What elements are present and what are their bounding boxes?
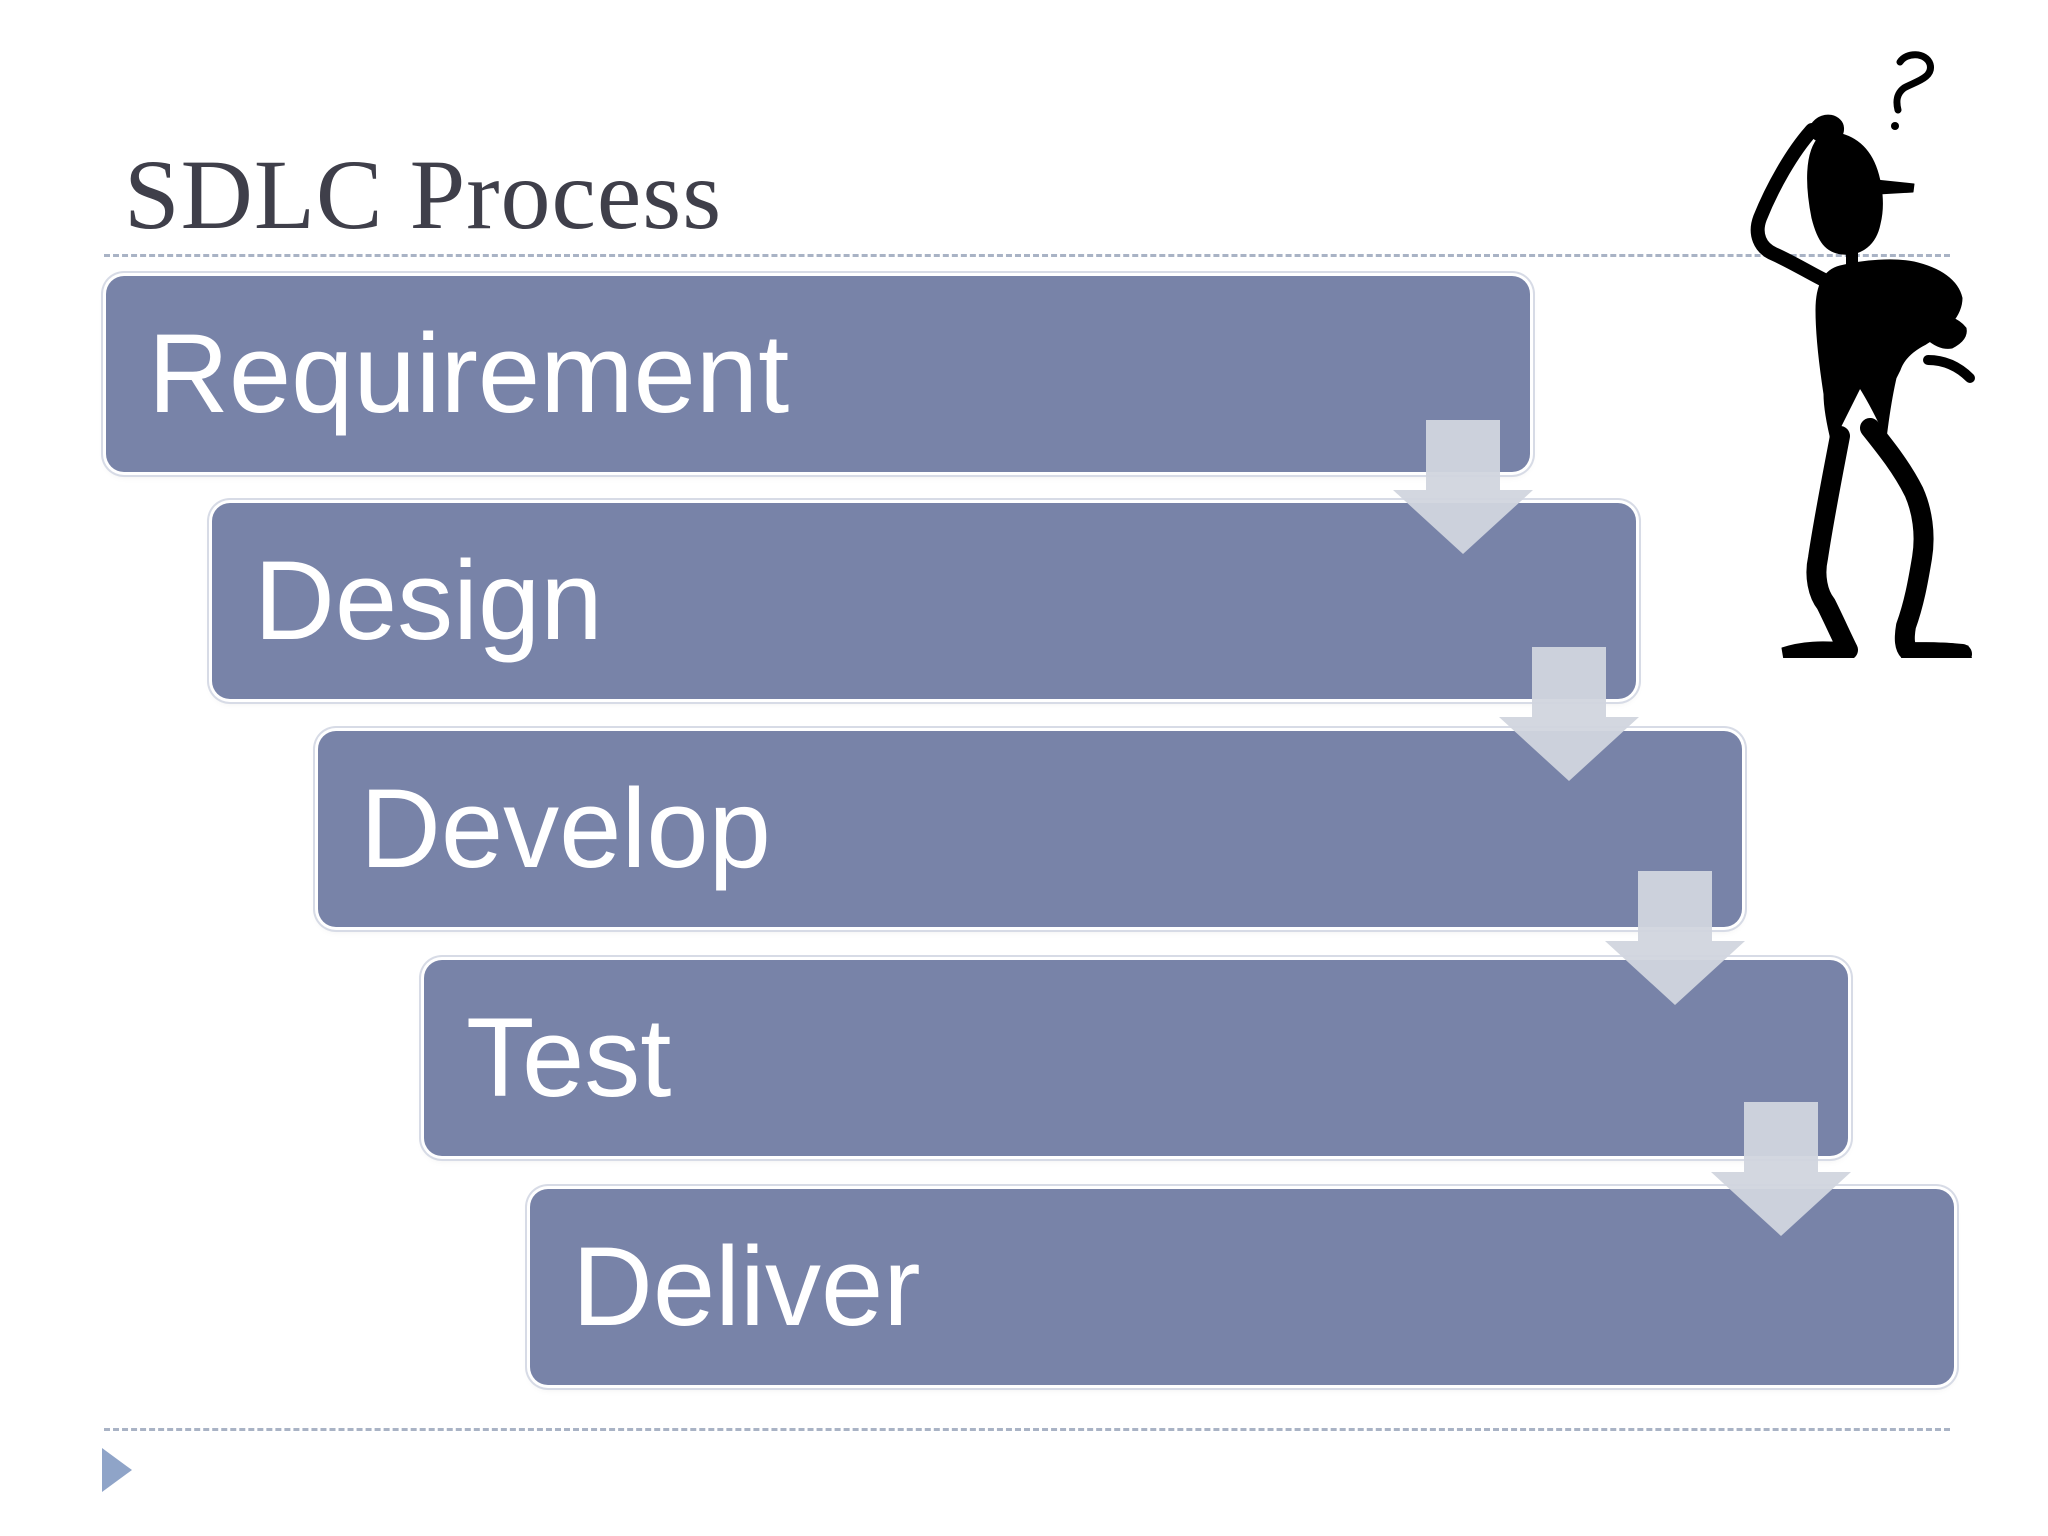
step-label: Develop (360, 766, 771, 891)
down-arrow-icon (1605, 871, 1745, 1005)
play-triangle-icon (102, 1448, 132, 1492)
step-label: Deliver (572, 1224, 921, 1349)
down-arrow-icon (1393, 420, 1533, 554)
step-label: Design (254, 538, 603, 663)
thinking-person-icon (1750, 51, 1975, 658)
slide-title: SDLC Process (124, 139, 723, 250)
top-divider (104, 254, 1950, 257)
step-test: Test (424, 960, 1848, 1156)
step-label: Test (466, 995, 672, 1120)
step-develop: Develop (318, 731, 1742, 927)
down-arrow-icon (1499, 647, 1639, 781)
step-label: Requirement (148, 311, 790, 436)
step-deliver: Deliver (530, 1189, 1954, 1385)
step-requirement: Requirement (106, 276, 1530, 472)
down-arrow-icon (1711, 1102, 1851, 1236)
question-mark-icon (1891, 51, 1934, 130)
step-design: Design (212, 503, 1636, 699)
bottom-divider (104, 1428, 1950, 1431)
